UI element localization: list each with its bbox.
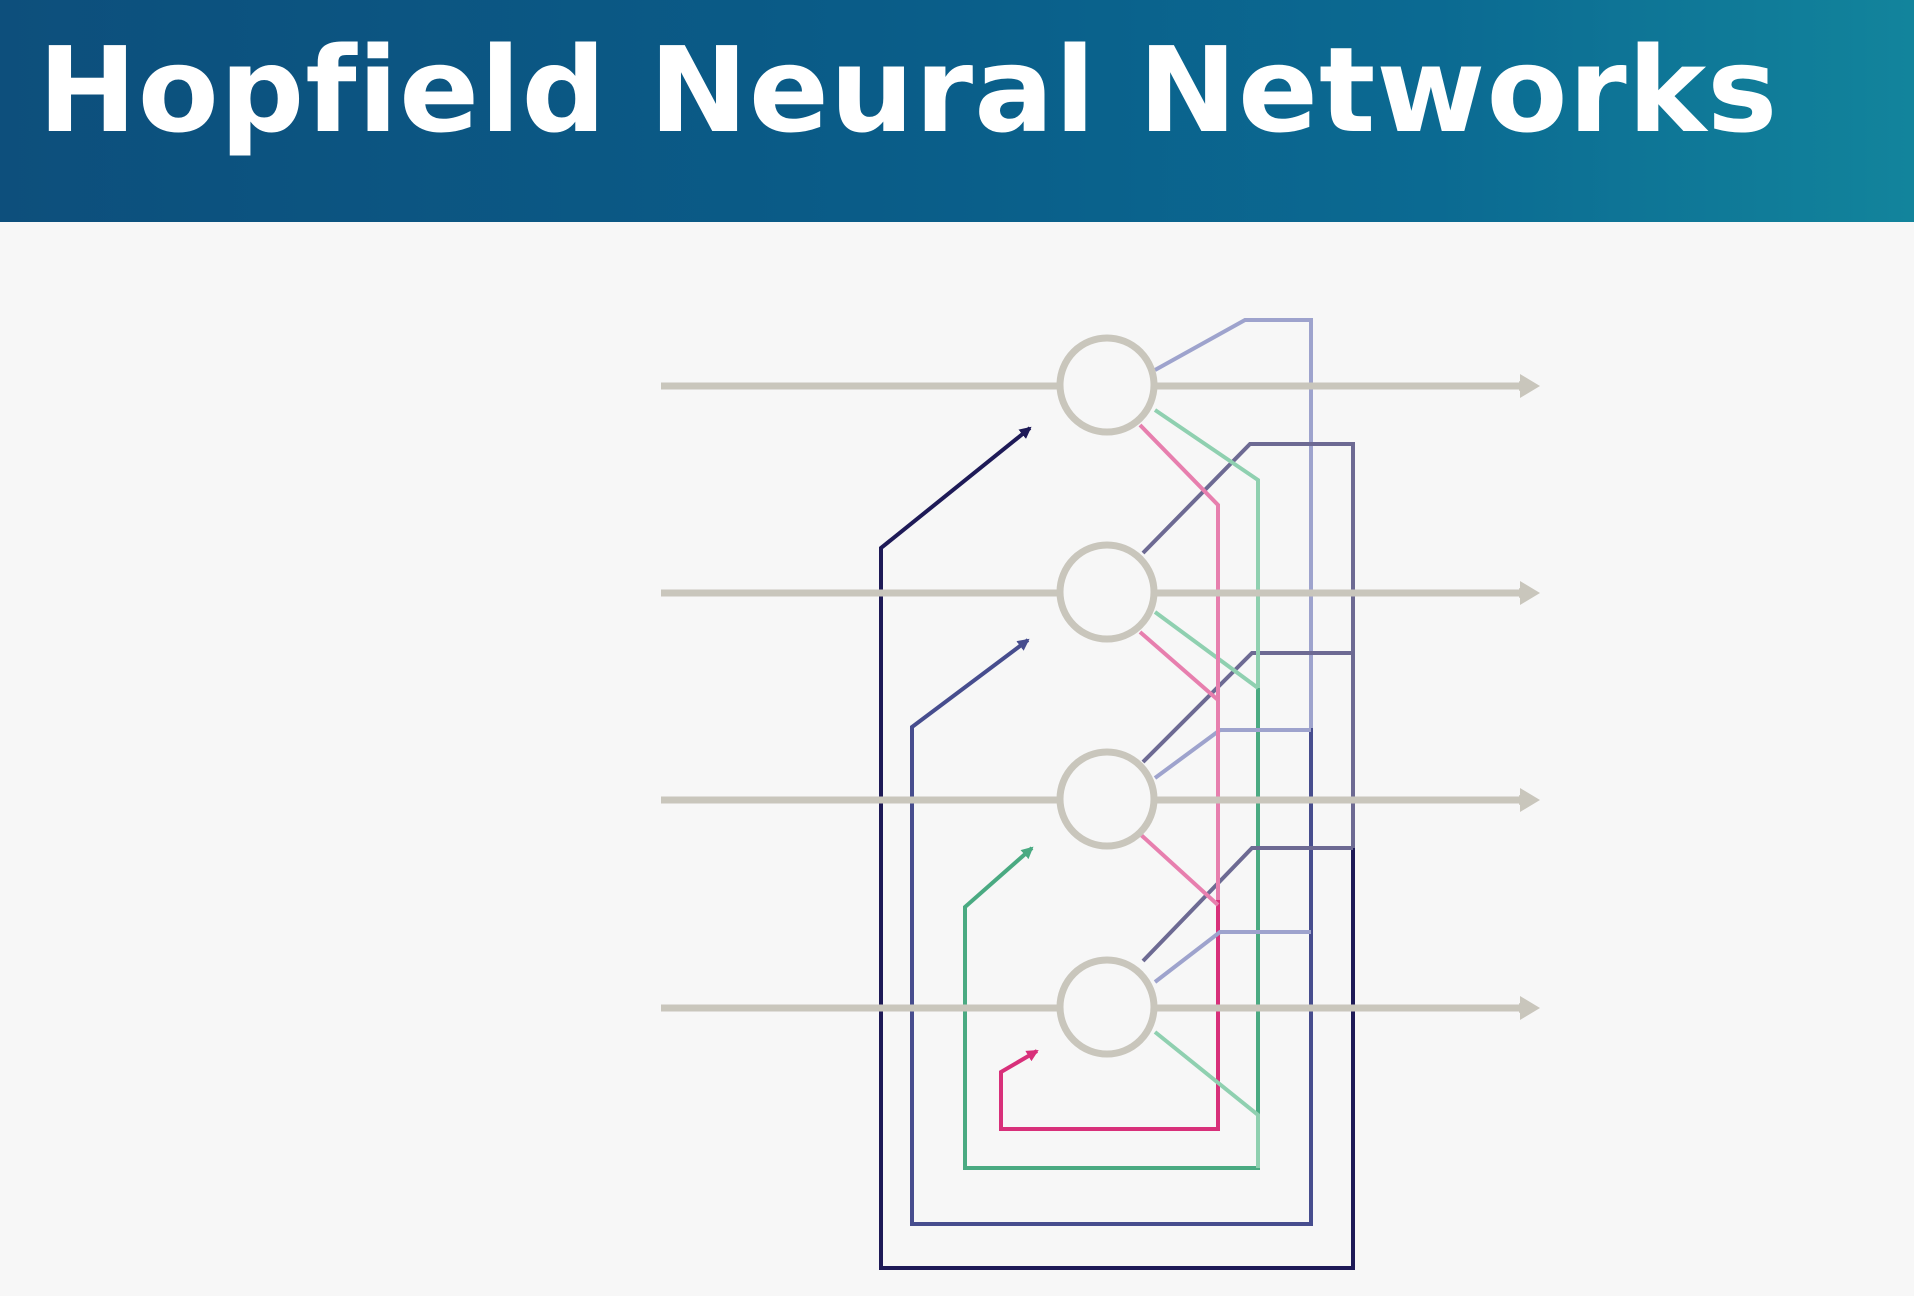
branch-neuron-4-to-1: [1141, 846, 1353, 963]
output-arrowhead-4: [1520, 996, 1540, 1020]
slide-title: Hopfield Neural Networks: [38, 21, 1779, 159]
branch-neuron-2-to-4: [1138, 630, 1220, 702]
feedback-path-neuron-4: [999, 900, 1220, 1131]
output-arrowhead-2: [1520, 581, 1540, 605]
output-arrowhead-3: [1520, 788, 1540, 812]
feedback-path-neuron-2: [910, 638, 1313, 1226]
branch-neuron-3-to-4: [1138, 832, 1220, 907]
neuron-4: [1056, 956, 1158, 1058]
branch-neuron-1-to-3: [1153, 408, 1260, 688]
title-banner: Hopfield Neural Networks: [0, 0, 1914, 222]
neuron-1: [1056, 334, 1158, 436]
branch-neuron-2-to-1: [1141, 442, 1355, 848]
branch-neuron-3-to-1: [1141, 651, 1353, 764]
feedback-path-neuron-1: [879, 426, 1355, 1270]
branch-neuron-2-to-3: [1153, 610, 1260, 690]
branch-neuron-4-to-2: [1153, 930, 1311, 984]
branch-neuron-3-to-2: [1153, 728, 1311, 780]
branch-neuron-4-to-3: [1153, 1030, 1260, 1168]
neuron-3: [1056, 748, 1158, 850]
branch-neuron-1-to-4: [1138, 423, 1220, 900]
neuron-2: [1056, 541, 1158, 643]
branch-neuron-1-to-2: [1154, 318, 1313, 728]
output-arrowhead-1: [1520, 374, 1540, 398]
